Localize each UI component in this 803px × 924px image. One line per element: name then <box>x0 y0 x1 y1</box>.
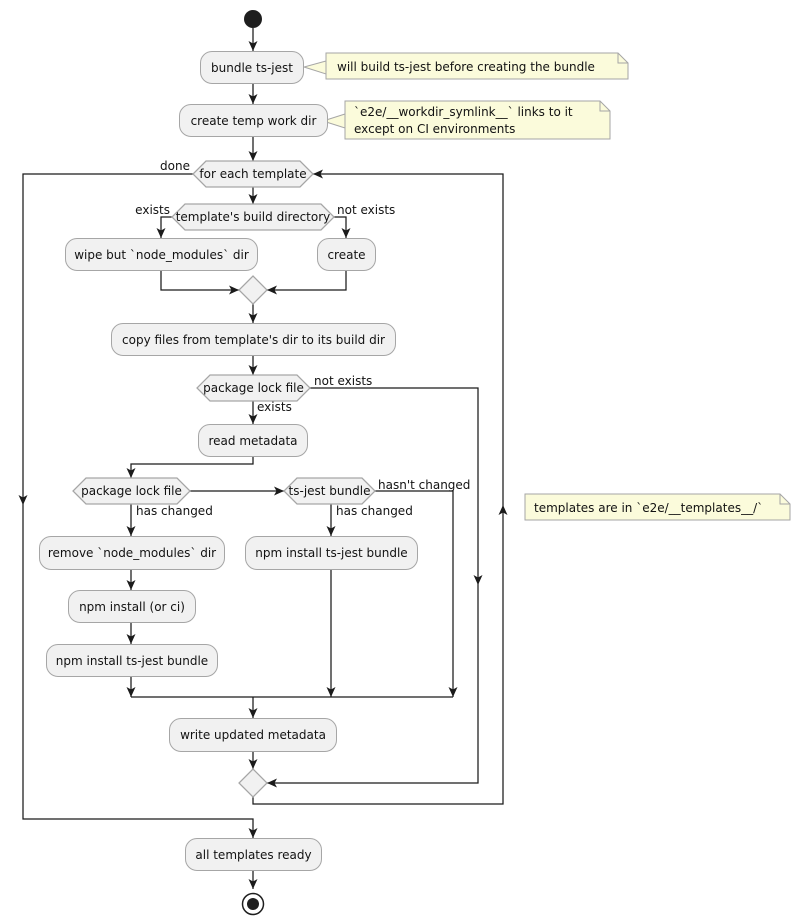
activity-all-templates-ready: all templates ready <box>185 838 322 871</box>
activity-npm-install-or-ci: npm install (or ci) <box>68 590 196 623</box>
decision-shapes <box>72 160 376 798</box>
note-bundle-text: will build ts-jest before creating the b… <box>337 60 595 74</box>
note-bundle-fold <box>617 53 628 64</box>
edge-label-build-exists: exists <box>135 203 170 217</box>
edge-label-lock-has-changed: has changed <box>136 504 213 518</box>
edge-label-bundle-has-changed: has changed <box>336 504 413 518</box>
note-templates-fold <box>779 494 790 505</box>
edge-label-build-not-exists: not exists <box>337 203 396 217</box>
merge-diamond-top <box>238 275 268 305</box>
activity-bundle-ts-jest: bundle ts-jest <box>200 51 304 84</box>
activity-create-temp-work-dir: create temp work dir <box>179 104 328 137</box>
decision-build-directory-shape <box>171 203 335 231</box>
note-workdir-shape <box>344 100 611 140</box>
note-workdir-text-line1: `e2e/__workdir_symlink__` links to it <box>354 105 573 119</box>
connector-lines <box>22 28 504 889</box>
note-templates-text: templates are in `e2e/__templates__/` <box>534 501 764 515</box>
decision-ts-jest-bundle-shape <box>283 477 376 505</box>
decision-for-each-template-shape <box>192 160 314 188</box>
note-workdir-text-line2: except on CI environments <box>354 122 516 136</box>
activity-npm-install-bundle-left: npm install ts-jest bundle <box>46 644 218 677</box>
decision-package-lock-first-shape <box>196 374 311 402</box>
start-node <box>244 10 262 28</box>
note-bundle-pointer <box>302 60 327 75</box>
activity-copy-files: copy files from template's dir to its bu… <box>111 323 396 356</box>
activity-wipe-node-modules: wipe but `node_modules` dir <box>65 238 258 271</box>
edge-label-done: done <box>160 159 190 173</box>
notes-layer <box>302 52 791 521</box>
edge-label-bundle-hasnt-changed: hasn't changed <box>378 478 471 492</box>
decision-package-lock-second-shape <box>72 477 191 505</box>
note-bundle-shape <box>325 52 629 80</box>
note-templates-shape <box>524 493 791 521</box>
activity-write-updated-metadata: write updated metadata <box>169 718 337 752</box>
arrowheads <box>18 41 508 889</box>
activity-remove-node-modules: remove `node_modules` dir <box>39 536 225 570</box>
activity-create: create <box>317 238 376 271</box>
end-node <box>247 898 259 910</box>
activity-read-metadata: read metadata <box>198 424 308 457</box>
edge-label-lock-not-exists: not exists <box>314 374 373 388</box>
merge-diamond-bottom <box>238 768 268 798</box>
activity-npm-install-bundle-right: npm install ts-jest bundle <box>245 536 418 570</box>
note-workdir-fold <box>599 101 610 112</box>
edge-label-lock-exists: exists <box>257 400 292 414</box>
